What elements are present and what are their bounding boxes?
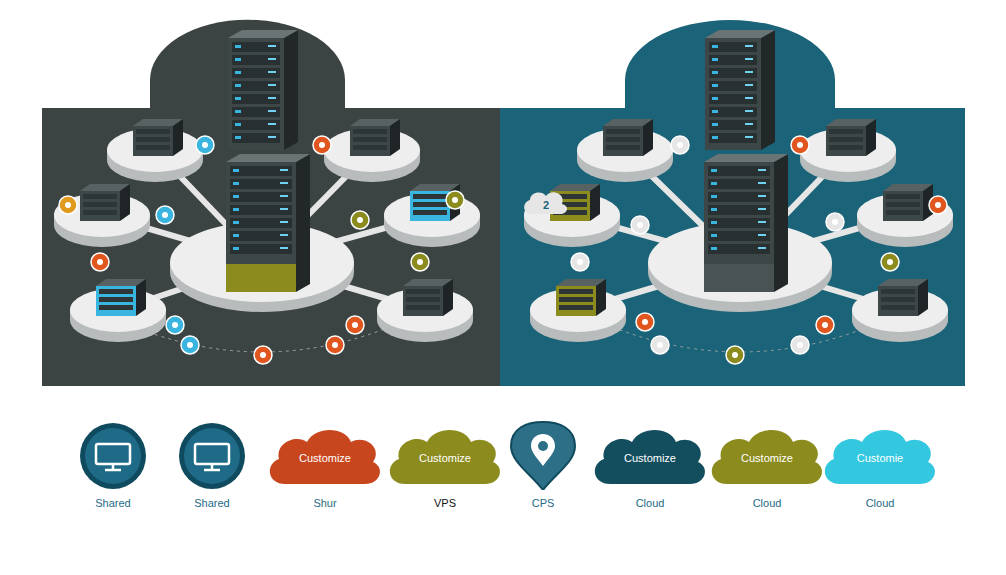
server-rack <box>228 30 298 150</box>
server-box <box>883 184 933 221</box>
service-icon <box>631 216 649 234</box>
server-box <box>96 279 146 316</box>
service-icon <box>726 346 744 364</box>
server-box <box>133 119 183 156</box>
cloud-badge: CustomizeCloud <box>705 420 829 520</box>
server-rack <box>704 154 788 292</box>
service-icon <box>166 316 184 334</box>
service-icon <box>671 136 689 154</box>
server-rack <box>705 30 775 150</box>
service-icon <box>791 336 809 354</box>
server-box <box>826 119 876 156</box>
service-icon <box>446 191 464 209</box>
service-icon <box>313 136 331 154</box>
plan-label: Cloud <box>866 497 895 509</box>
plan-label: Shared <box>194 497 229 509</box>
service-icon <box>411 253 429 271</box>
cloud-icon <box>524 192 567 214</box>
platform-disc <box>648 222 832 312</box>
plan-label: Shared <box>95 497 130 509</box>
badge-text: Customize <box>419 452 471 464</box>
server-box <box>403 279 453 316</box>
cloud-badge: CustomizeShur <box>263 420 387 520</box>
plan-label: Cloud <box>636 497 665 509</box>
service-icon <box>651 336 669 354</box>
hosting-icon: Shared <box>51 420 175 520</box>
circle-shape <box>51 420 175 490</box>
server-box <box>350 119 400 156</box>
panel-arch <box>625 20 835 108</box>
badge-text: Customize <box>624 452 676 464</box>
cloud-badge: CustomieCloud <box>818 420 942 520</box>
circle-shape <box>150 420 274 490</box>
server-box <box>80 184 130 221</box>
cloud-badge: CustomizeCloud <box>588 420 712 520</box>
plan-label: VPS <box>434 497 456 509</box>
server-box <box>603 119 653 156</box>
plan-label: Shur <box>313 497 336 509</box>
server-box <box>556 279 606 316</box>
hosting-icon: Shared <box>150 420 274 520</box>
hosting-icon: CPS <box>481 420 605 520</box>
service-icon <box>254 346 272 364</box>
pin-shape <box>481 420 605 490</box>
service-icon <box>196 136 214 154</box>
service-icon <box>351 211 369 229</box>
plan-label: CPS <box>532 497 555 509</box>
service-icon <box>816 316 834 334</box>
service-icon <box>346 316 364 334</box>
badge-text: Customie <box>857 452 903 464</box>
platform-disc <box>170 222 354 312</box>
service-icon <box>91 253 109 271</box>
service-icon <box>59 196 77 214</box>
panel-arch <box>150 20 345 108</box>
service-icon <box>181 336 199 354</box>
service-icon <box>826 213 844 231</box>
icon-number: 2 <box>543 199 549 211</box>
badge-text: Customize <box>741 452 793 464</box>
cloud-badge: CustomizeVPS <box>383 420 507 520</box>
service-icon <box>156 206 174 224</box>
service-icon <box>881 253 899 271</box>
service-icon <box>636 313 654 331</box>
service-icon <box>326 336 344 354</box>
service-icon <box>929 196 947 214</box>
service-icon <box>791 136 809 154</box>
plan-label: Cloud <box>753 497 782 509</box>
server-rack <box>226 154 310 292</box>
server-box <box>878 279 928 316</box>
badge-text: Customize <box>299 452 351 464</box>
service-icon <box>571 253 589 271</box>
